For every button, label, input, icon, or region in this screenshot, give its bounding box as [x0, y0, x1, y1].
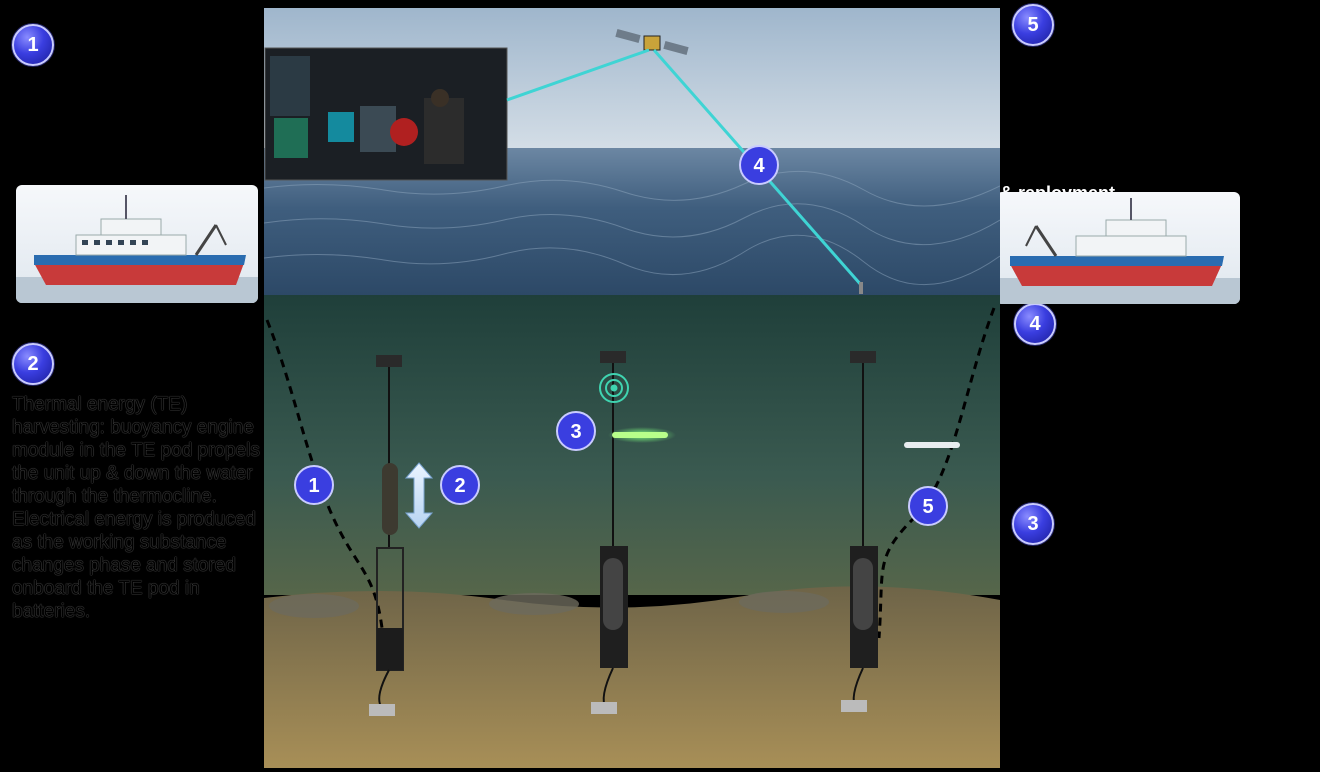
mooring-unit-1 — [369, 355, 404, 716]
badge-2-scene: 2 — [440, 465, 480, 505]
svg-text:4: 4 — [753, 155, 765, 177]
ocean-scene-illustration: 4 3 1 2 5 — [264, 8, 1000, 768]
control-room-satellite-link — [506, 48, 650, 102]
control-room-inset — [264, 47, 508, 181]
badge-4-scene: 4 — [739, 145, 779, 185]
badge-5-right: 5 — [1012, 4, 1054, 46]
buoyancy-up-down-arrow — [404, 462, 434, 529]
ship-image-left — [16, 185, 258, 303]
svg-text:3: 3 — [570, 421, 581, 443]
satellite-icon — [615, 29, 689, 55]
badge-3-right: 3 — [1012, 503, 1054, 545]
auv-vehicle-active — [608, 427, 676, 443]
svg-text:5: 5 — [922, 496, 933, 518]
acoustic-signal-icon — [599, 373, 629, 403]
badge-number: 1 — [27, 33, 39, 56]
thermal-energy-description: Thermal energy (TE) harvesting: buoyancy… — [12, 394, 260, 622]
badge-3-scene: 3 — [556, 411, 596, 451]
auv-vehicle-docked — [904, 442, 960, 448]
svg-text:1: 1 — [308, 475, 319, 497]
badge-4-right: 4 — [1014, 303, 1056, 345]
badge-number: 3 — [1027, 512, 1039, 535]
svg-text:2: 2 — [454, 475, 465, 497]
surface-buoy — [859, 282, 863, 294]
deployment-path — [265, 319, 384, 629]
badge-2-left: 2 — [12, 343, 54, 385]
badge-number: 5 — [1027, 13, 1039, 36]
ship-image-right — [996, 192, 1240, 304]
badge-number: 2 — [27, 352, 39, 375]
badge-1-left: 1 — [12, 24, 54, 66]
mooring-unit-2 — [591, 351, 628, 714]
badge-1-scene: 1 — [294, 465, 334, 505]
mooring-unit-3 — [841, 351, 878, 712]
badge-number: 4 — [1029, 312, 1041, 335]
badge-5-scene: 5 — [908, 486, 948, 526]
